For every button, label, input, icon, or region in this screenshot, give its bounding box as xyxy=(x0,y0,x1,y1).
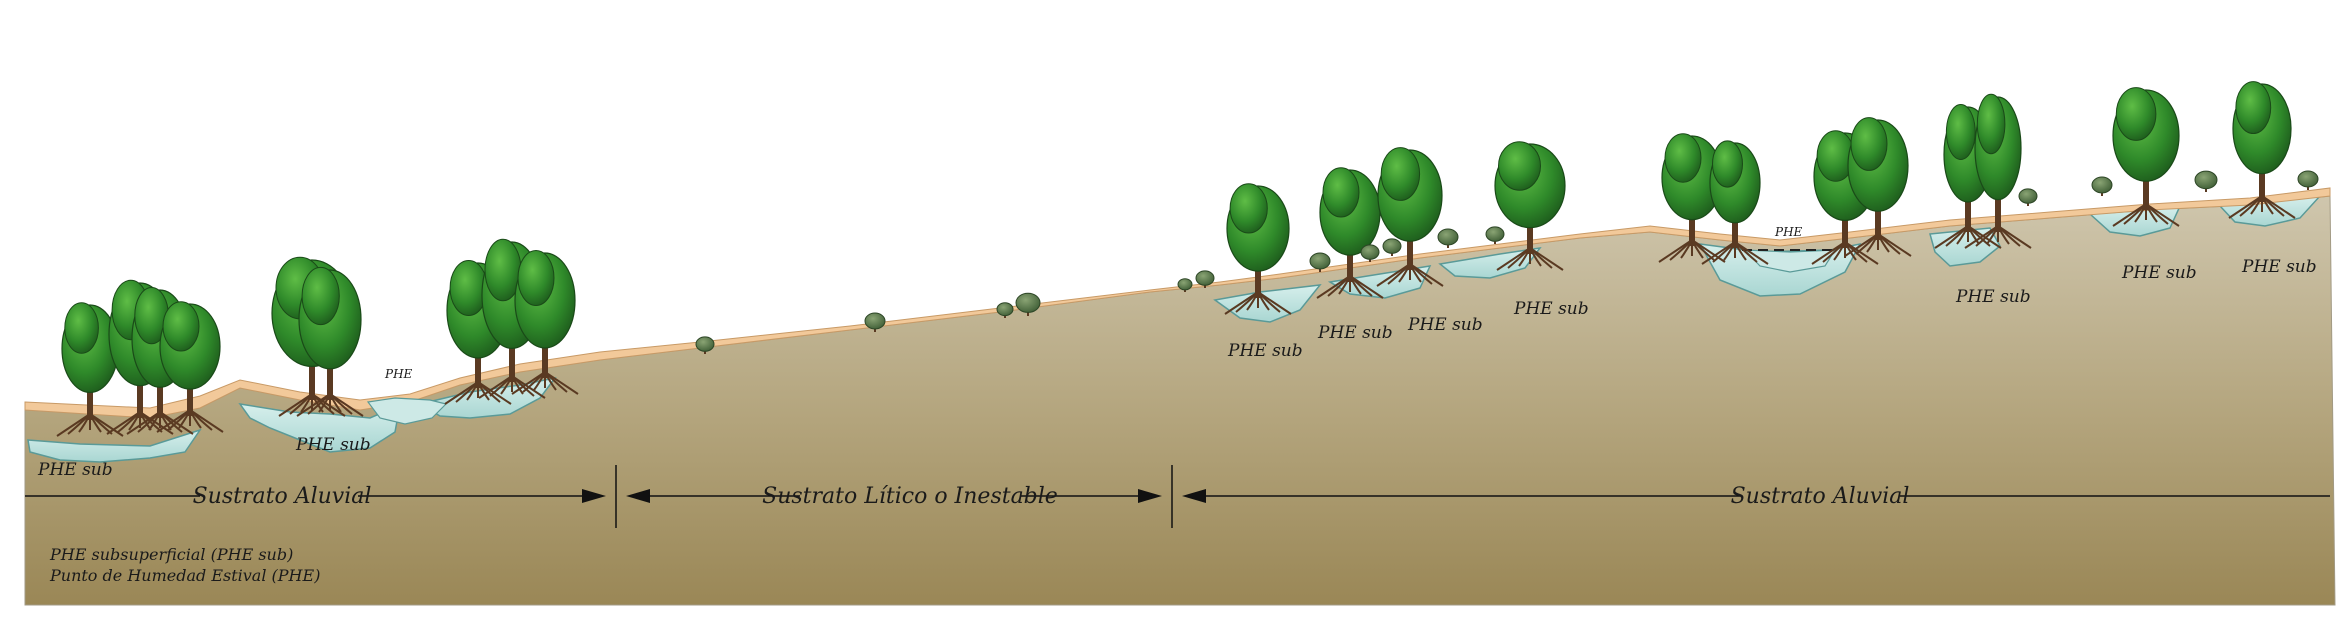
phe-label-left: PHE xyxy=(384,367,413,381)
shrub-5 xyxy=(1177,278,1193,292)
phe-sub-label-9: PHE sub xyxy=(2241,257,2317,277)
phe-sub-labels: PHE sub PHE sub PHE sub PHE sub PHE sub … xyxy=(37,257,2317,480)
tree-11 xyxy=(1316,167,1384,299)
substrate-arrow-right-left xyxy=(1182,489,1206,503)
phe-sub-label-8: PHE sub xyxy=(2121,263,2197,283)
substrate-label-middle: Sustrato Lítico o Inestable xyxy=(762,484,1058,509)
shrub-15 xyxy=(2297,170,2319,190)
phe-sub-label-7: PHE sub xyxy=(1955,287,2031,307)
tree-13 xyxy=(1494,141,1566,271)
tree-9 xyxy=(511,250,579,395)
shrub-3 xyxy=(996,302,1014,318)
shrub-9 xyxy=(1382,238,1402,256)
shrub-12 xyxy=(2018,188,2038,206)
substrate-label-right: Sustrato Aluvial xyxy=(1731,484,1910,509)
shrub-14 xyxy=(2194,170,2218,192)
substrate-arrow-middle-right xyxy=(1138,489,1162,503)
phe-sub-label-3: PHE sub xyxy=(1227,341,1303,361)
shrub-2 xyxy=(864,312,886,332)
tree-4 xyxy=(156,301,224,433)
tree-15 xyxy=(1701,140,1769,265)
legend-line-2: Punto de Humedad Estival (PHE) xyxy=(49,566,320,585)
surface-pool-right xyxy=(1743,249,1837,273)
groundwater-pocket-6 xyxy=(1438,246,1542,279)
groundwater-pocket-left xyxy=(27,428,202,463)
shrub-10 xyxy=(1437,228,1459,248)
legend-line-1: PHE subsuperficial (PHE sub) xyxy=(49,545,293,564)
phe-label-right: PHE xyxy=(1774,225,1803,239)
phe-sub-label-2: PHE sub xyxy=(295,435,371,455)
phe-sub-label-5: PHE sub xyxy=(1407,315,1483,335)
tree-17 xyxy=(1844,117,1912,257)
phe-sub-label-1: PHE sub xyxy=(37,460,113,480)
riparian-vegetation xyxy=(56,81,2319,437)
tree-21 xyxy=(2228,81,2296,219)
tree-12 xyxy=(1376,147,1444,287)
tree-19 xyxy=(1964,93,2032,249)
phe-sub-label-6: PHE sub xyxy=(1513,299,1589,319)
substrate-arrow-left-right xyxy=(582,489,606,503)
shrub-7 xyxy=(1309,252,1331,272)
shrub-1 xyxy=(695,336,715,354)
sand-layer xyxy=(24,187,2331,419)
phe-sub-label-4: PHE sub xyxy=(1317,323,1393,343)
substrate-label-left: Sustrato Aluvial xyxy=(193,484,372,509)
shrub-11 xyxy=(1485,226,1505,244)
tree-6 xyxy=(296,266,364,417)
tree-1 xyxy=(56,302,124,437)
shrub-13 xyxy=(2091,176,2113,196)
tree-14 xyxy=(1658,133,1726,263)
tree-20 xyxy=(2112,87,2180,227)
shrub-8 xyxy=(1360,244,1380,262)
shrub-6 xyxy=(1195,270,1215,288)
substrate-arrow-middle-left xyxy=(626,489,650,503)
surface-pool-left xyxy=(366,397,448,425)
tree-10 xyxy=(1224,183,1292,315)
shrub-4 xyxy=(1015,292,1041,316)
legend: PHE subsuperficial (PHE sub) Punto de Hu… xyxy=(49,545,320,585)
